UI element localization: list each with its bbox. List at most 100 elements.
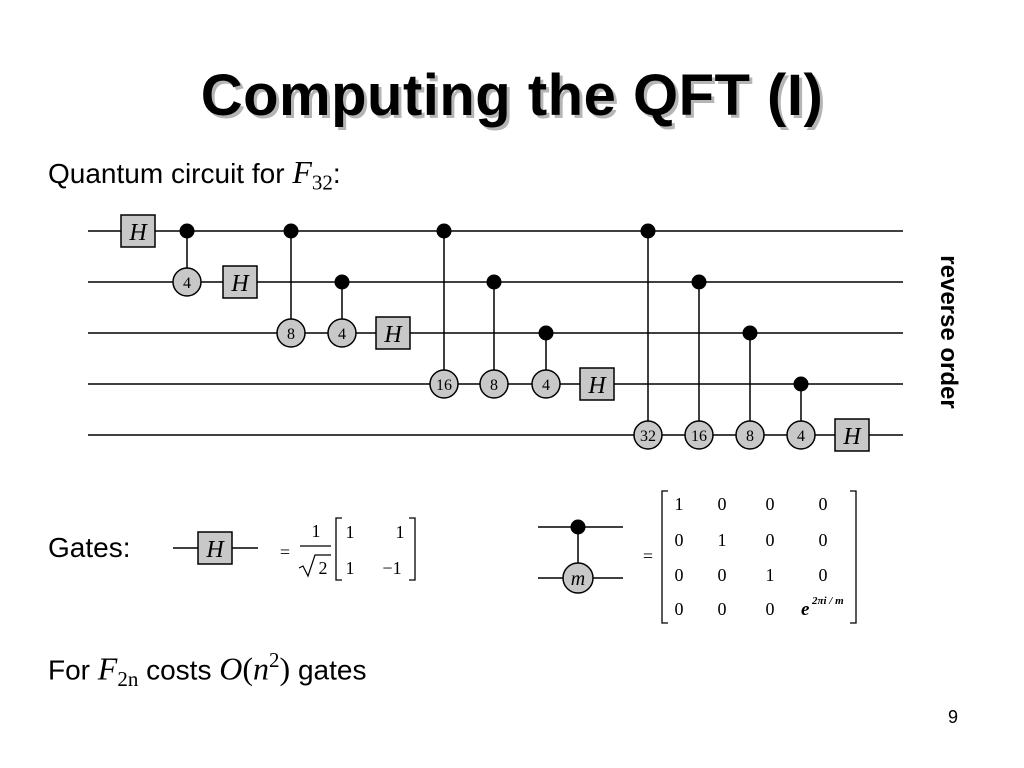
phase-gate: 8 [479, 369, 509, 399]
matrix-entry: 0 [819, 494, 828, 514]
control-dot [436, 223, 452, 239]
control-dot [793, 376, 809, 392]
cost-F-subscript-n: n [127, 666, 139, 691]
hadamard-gate: H [222, 265, 258, 299]
matrix-entry: 0 [718, 599, 727, 619]
slide-title: Computing the QFT (I) [200, 63, 824, 128]
fraction-numerator: 1 [312, 521, 321, 541]
matrix-entry: 1 [346, 522, 355, 542]
phase-gate-label: 8 [746, 428, 754, 445]
matrix-entry: 0 [718, 565, 727, 585]
paren-open: ( [242, 650, 254, 687]
matrix-entry: −1 [382, 558, 401, 578]
cost-suffix: gates [290, 654, 367, 686]
matrix-entry: 1 [718, 530, 727, 550]
phase-gate: 4 [172, 267, 202, 297]
phase-gate: 32 [633, 420, 663, 450]
matrix-bracket-right [850, 490, 857, 624]
phase-gate-label: 16 [436, 377, 452, 394]
phase-gate: 4 [327, 318, 357, 348]
control-dot [538, 325, 554, 341]
equals-sign: = [280, 542, 290, 562]
control-dot [742, 325, 758, 341]
hadamard-gate: H [120, 214, 156, 248]
control-dot [570, 519, 586, 535]
caption-colon: : [332, 158, 341, 189]
control-dot [691, 274, 707, 290]
matrix-entry: 0 [718, 494, 727, 514]
equals-sign: = [643, 546, 653, 566]
phase-gate-label: 4 [183, 275, 191, 292]
phase-gate-label: 32 [640, 428, 656, 445]
matrix-entry: 0 [819, 565, 828, 585]
matrix-bracket-left [335, 517, 342, 581]
matrix-entry: 1 [766, 565, 775, 585]
phase-gate-label: 8 [287, 326, 295, 343]
phase-gate-label: m [571, 568, 585, 590]
cost-middle: costs [138, 654, 220, 686]
exponent: 2πi / m [811, 595, 844, 607]
matrix-entry: 0 [766, 530, 775, 550]
hadamard-gate [197, 531, 233, 565]
matrix-entry: 0 [819, 530, 828, 550]
cost-statement: For F2n costs O(n2) gates [48, 648, 366, 692]
big-O: O [219, 650, 243, 687]
matrix-entry: 0 [675, 530, 684, 550]
hadamard-gates: H H H H H [120, 214, 870, 452]
sqrt-sign [298, 554, 331, 578]
caption-prefix: Quantum circuit for [48, 158, 293, 189]
caption-F: F [292, 154, 312, 190]
control-dot [179, 223, 195, 239]
phase-gate: 8 [735, 420, 765, 450]
matrix-entry: 1 [396, 522, 405, 542]
control-dots [179, 223, 809, 392]
phase-gate: 8 [276, 318, 306, 348]
phase-gate: 4 [531, 369, 561, 399]
cost-prefix: For [48, 654, 98, 686]
phase-gate: 16 [684, 420, 714, 450]
matrix-entry: 0 [675, 565, 684, 585]
phase-gate-label: 8 [490, 377, 498, 394]
phase-gate: 4 [786, 420, 816, 450]
phase-gate-label: 4 [797, 428, 805, 445]
matrix-bracket-left [661, 490, 668, 624]
hadamard-label: H [842, 424, 862, 450]
hadamard-gate: H [834, 418, 870, 452]
control-dot [486, 274, 502, 290]
hadamard-label: H [383, 322, 403, 348]
page-number: 9 [948, 707, 959, 727]
matrix-entry: 0 [766, 599, 775, 619]
phase-gate-label: 16 [691, 428, 707, 445]
phase-gate [562, 562, 594, 594]
control-dot [640, 223, 656, 239]
control-dot [334, 274, 350, 290]
hadamard-gate: H [375, 316, 411, 350]
cost-F-subscript: 2 [117, 666, 128, 691]
cost-F: F [97, 650, 118, 687]
phase-gate-label: 4 [542, 377, 550, 394]
sqrt-argument: 2 [319, 558, 328, 578]
matrix-bracket-right [409, 517, 416, 581]
cost-n: n [253, 650, 270, 687]
matrix-entry: 0 [675, 599, 684, 619]
matrix-entry-exponential: e [801, 599, 810, 620]
hadamard-definition: H = 1 2 1 1 1 −1 [173, 517, 416, 581]
matrix-entry: 1 [675, 494, 684, 514]
phase-gate: 16 [429, 369, 459, 399]
hadamard-label: H [587, 373, 607, 399]
hadamard-label: H [230, 271, 250, 297]
hadamard-label: H [205, 537, 225, 563]
controlled-phase-definition: m = 1 0 0 0 0 1 0 0 0 0 1 0 0 0 0 e 2πi … [538, 490, 857, 624]
hadamard-label: H [128, 220, 148, 246]
control-dot [283, 223, 299, 239]
matrix-entry: 0 [766, 494, 775, 514]
circuit-caption: Quantum circuit for F32: [48, 154, 341, 195]
phase-gate-label: 4 [338, 326, 346, 343]
caption-F-subscript: 32 [311, 170, 333, 195]
cost-n-exponent: 2 [269, 648, 280, 672]
circuit [88, 230, 903, 436]
hadamard-gate: H [579, 367, 615, 401]
gates-label: Gates: [48, 532, 131, 563]
matrix-entry: 1 [346, 558, 355, 578]
